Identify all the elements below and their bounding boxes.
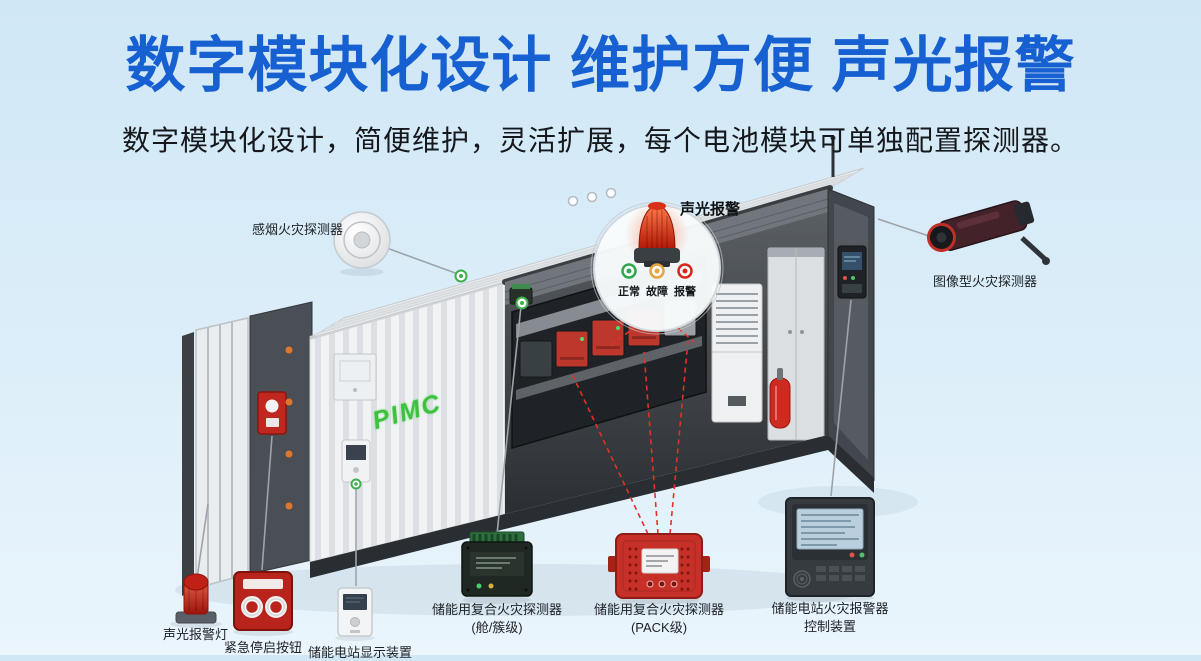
container-interior <box>504 189 829 514</box>
alarm-lamp-image <box>170 573 222 628</box>
smoke-detector-image <box>333 211 391 276</box>
camera-detector-image <box>926 200 1050 265</box>
pack-detector-label-line2: (PACK级) <box>630 620 688 636</box>
controller-image <box>785 497 875 602</box>
hvac-unit <box>711 283 763 423</box>
status-indicator-normal <box>621 263 637 279</box>
callout-label-cabin-detector: 储能用复合火灾探测器 (舱/簇级) <box>427 601 567 637</box>
callout-label-pack-detector: 储能用复合火灾探测器 (PACK级) <box>589 601 729 637</box>
callout-label-emergency-button: 紧急停启按钮 <box>224 640 303 655</box>
fire-suppression-tank <box>769 368 791 429</box>
status-indicator-alarm <box>677 263 693 279</box>
mounted-sensor-dots <box>350 269 529 490</box>
page-subtitle: 数字模块化设计，简便维护，灵活扩展，每个电池模块可单独配置探测器。 <box>121 125 1079 156</box>
connector-lines <box>196 218 939 586</box>
battery-module <box>519 340 553 378</box>
container-base-skirt <box>310 435 874 578</box>
indicator-label-normal: 正常 <box>618 286 640 298</box>
page-title: 数字模块化设计 维护方便 声光报警 <box>125 32 1076 99</box>
cabin-detector-image <box>461 531 533 604</box>
alarm-beacon-callout <box>590 201 724 335</box>
callout-label-alarm: 声光报警 <box>680 201 741 218</box>
status-indicator-fault <box>649 263 665 279</box>
callout-label-controller: 储能电站火灾报警器 控制装置 <box>760 600 900 636</box>
display-device-image <box>335 587 375 641</box>
mounted-controller-panel <box>837 245 867 299</box>
callout-label-display-device: 储能电站显示装置 <box>308 645 413 660</box>
controller-label-line2: 控制装置 <box>803 619 856 635</box>
container-open-doors <box>182 317 249 596</box>
battery-module <box>555 330 589 368</box>
wall-display-unit <box>341 439 371 483</box>
pack-detector-image <box>608 533 710 604</box>
controller-label-line1: 储能电站火灾报警器 <box>771 601 889 616</box>
container-illustration <box>182 135 875 596</box>
wall-electrical-box <box>333 353 377 401</box>
roof-antenna <box>830 135 836 177</box>
container-end-face <box>827 188 875 482</box>
container-corner-post <box>249 301 313 575</box>
callout-label-smoke-detector: 感烟火灾探测器 <box>252 222 344 237</box>
indicator-label-fault: 故障 <box>646 286 668 298</box>
callout-label-image-fire-detector: 图像型火灾探测器 <box>933 274 1038 289</box>
page-header: 数字模块化设计 维护方便 声光报警 数字模块化设计，简便维护，灵活扩展，每个电池… <box>0 34 1201 159</box>
battery-module <box>591 319 625 357</box>
callout-label-alarm-lamp: 声光报警灯 <box>163 627 229 642</box>
beacon-base <box>634 248 680 263</box>
wall-emergency-panel <box>257 391 287 435</box>
decorative-dots <box>567 187 617 207</box>
cabin-detector-label-line2: (舱/簇级) <box>471 620 523 636</box>
cabin-detector-label-line1: 储能用复合火灾探测器 <box>431 602 562 617</box>
indicator-label-alarm: 报警 <box>674 286 696 298</box>
pack-detector-label-line1: 储能用复合火灾探测器 <box>593 602 724 617</box>
container-front-wall <box>309 280 506 563</box>
alarm-dashed-lines <box>571 325 695 535</box>
emergency-button-image <box>233 571 293 636</box>
